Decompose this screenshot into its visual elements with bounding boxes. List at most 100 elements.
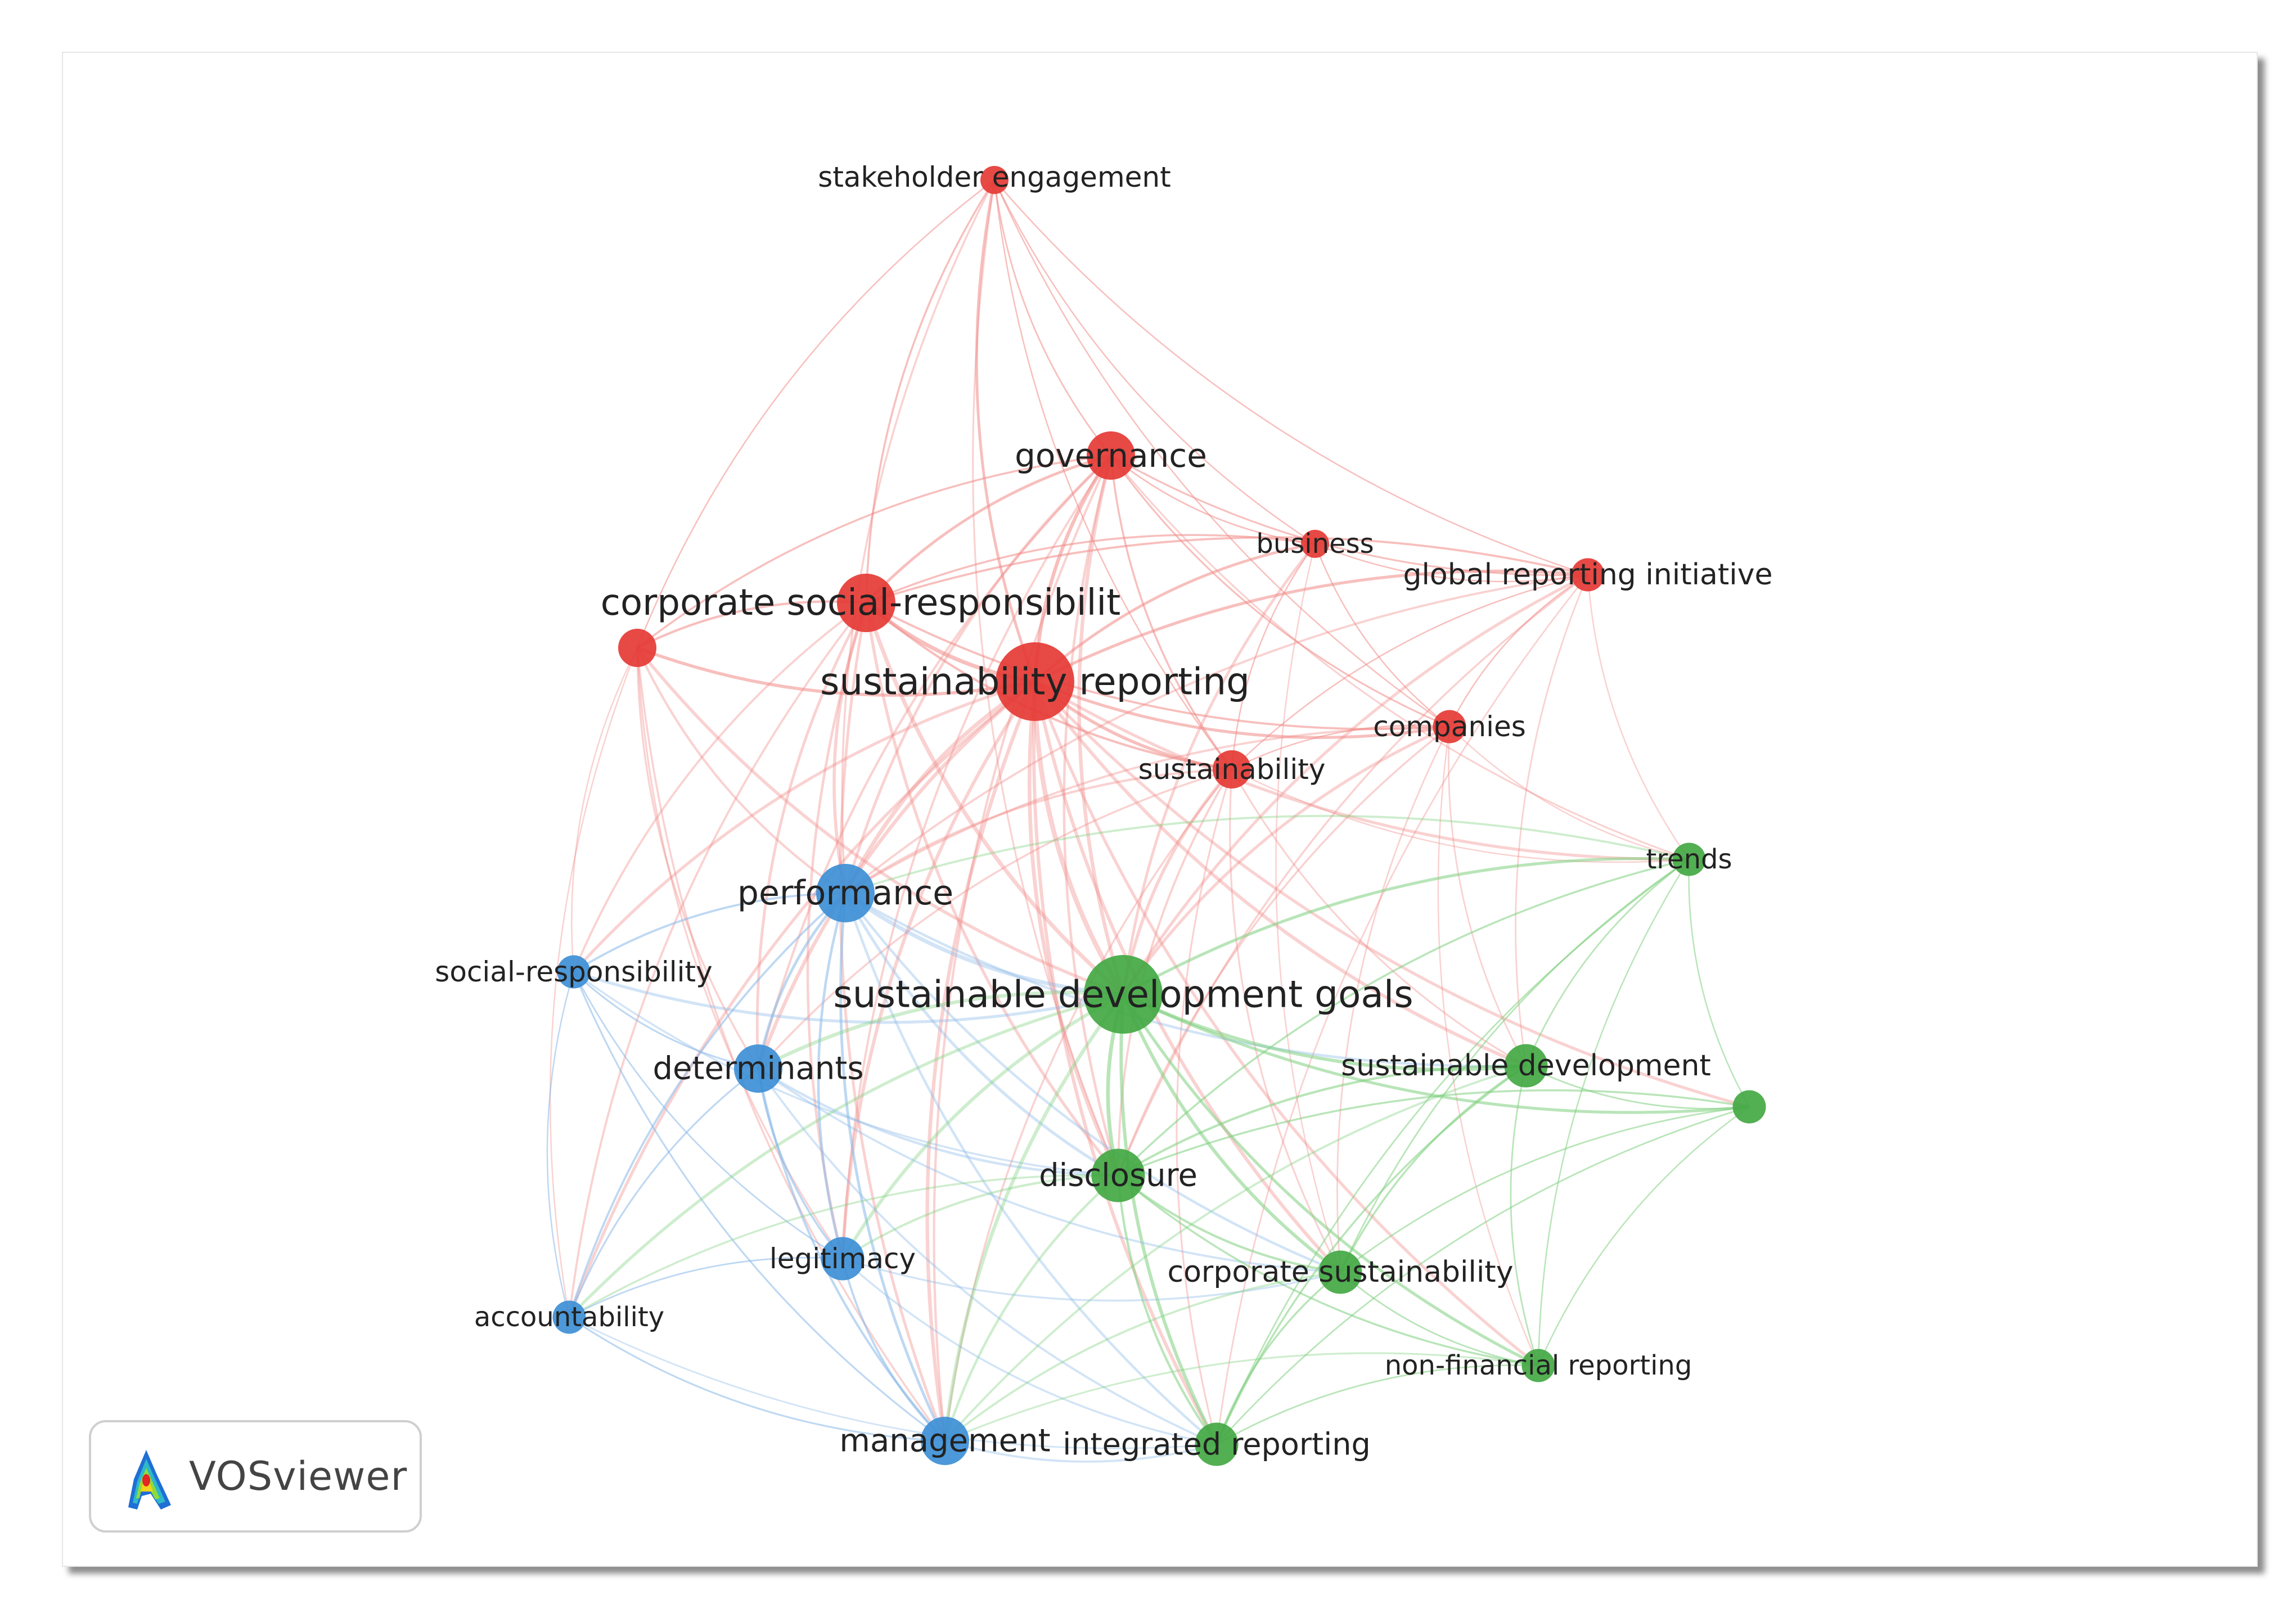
edge-corporate_social_responsibilit-unlabeled_red bbox=[637, 600, 867, 649]
node-label-companies[interactable]: companies bbox=[1373, 710, 1526, 743]
edge-companies-disclosure bbox=[1117, 726, 1451, 1176]
edge-sustainability-determinants bbox=[757, 768, 1232, 1070]
edge-corporate_social_responsibilit-accountability bbox=[568, 602, 867, 1318]
edge-unlabeled_red-social_responsibility bbox=[571, 647, 638, 972]
node-non-financial-reporting[interactable] bbox=[1521, 1349, 1555, 1382]
edge-management-integrated_reporting bbox=[944, 1440, 1217, 1463]
edge-companies-sustainability bbox=[1231, 724, 1450, 771]
edge-stakeholder_engagement-governance bbox=[993, 179, 1112, 456]
edge-governance-companies bbox=[1110, 455, 1450, 728]
node-label-sustainability-reporting[interactable]: sustainability reporting bbox=[820, 660, 1250, 704]
node-social-responsibility[interactable] bbox=[557, 955, 591, 989]
edge-unlabeled_green-corporate_sustainability bbox=[1340, 1106, 1750, 1273]
node-companies[interactable] bbox=[1433, 710, 1466, 744]
node-label-sustainability[interactable]: sustainability bbox=[1138, 753, 1326, 786]
node-sustainable-development[interactable] bbox=[1504, 1044, 1548, 1088]
edge-sustainability_reporting-non_financial_reporting bbox=[1033, 681, 1539, 1367]
edge-sustainability-trends bbox=[1231, 768, 1690, 863]
node-sustainability[interactable] bbox=[1213, 750, 1251, 789]
node-unlabeled-green[interactable] bbox=[1732, 1090, 1766, 1124]
node-label-sustainable-development-goals[interactable]: sustainable development goals bbox=[833, 973, 1413, 1016]
node-business[interactable] bbox=[1301, 530, 1329, 558]
edge-governance-trends bbox=[1110, 454, 1690, 860]
node-label-social-responsibility[interactable]: social-responsibility bbox=[435, 956, 712, 988]
node-integrated-reporting[interactable] bbox=[1195, 1422, 1239, 1466]
edge-sustainable_development_goals-integrated_reporting bbox=[1119, 994, 1218, 1445]
node-label-accountability[interactable]: accountability bbox=[474, 1301, 664, 1333]
node-label-stakeholder-engagement[interactable]: stakeholder engagement bbox=[818, 161, 1170, 193]
edge-sustainability_reporting-companies bbox=[1034, 680, 1450, 739]
node-label-global-reporting-initiative[interactable]: global reporting initiative bbox=[1403, 558, 1772, 592]
edge-stakeholder_engagement-performance bbox=[841, 179, 996, 894]
node-label-sustainable-development[interactable]: sustainable development bbox=[1341, 1049, 1711, 1083]
edge-governance-legitimacy bbox=[841, 454, 1112, 1259]
edge-sustainability-corporate_sustainability bbox=[1229, 769, 1341, 1273]
node-label-corporate-social-responsibilit[interactable]: corporate social-responsibilit bbox=[601, 582, 1121, 624]
edge-disclosure-integrated_reporting bbox=[1117, 1175, 1218, 1445]
edge-performance-accountability bbox=[568, 892, 847, 1318]
node-label-management[interactable]: management bbox=[839, 1423, 1050, 1459]
node-label-governance[interactable]: governance bbox=[1015, 436, 1207, 475]
edge-sustainable_development-unlabeled_green bbox=[1525, 1065, 1750, 1110]
edge-social_responsibility-management bbox=[573, 971, 946, 1442]
node-label-non-financial-reporting[interactable]: non-financial reporting bbox=[1385, 1350, 1692, 1381]
node-corporate-sustainability[interactable] bbox=[1318, 1250, 1362, 1294]
node-governance[interactable] bbox=[1087, 431, 1135, 480]
map-panel[interactable] bbox=[62, 52, 2258, 1567]
edge-sustainability-sustainable_development bbox=[1231, 769, 1527, 1067]
edge-sustainability-performance bbox=[844, 768, 1232, 894]
edge-corporate_social_responsibilit-social_responsibility bbox=[573, 602, 867, 972]
edge-governance-management bbox=[933, 455, 1112, 1441]
node-stakeholder-engagement[interactable] bbox=[980, 166, 1009, 194]
edge-corporate_sustainability-management bbox=[944, 1271, 1341, 1442]
node-accountability[interactable] bbox=[552, 1300, 586, 1334]
edge-global_reporting_initiative-integrated_reporting bbox=[1215, 574, 1589, 1445]
edge-global_reporting_initiative-performance bbox=[844, 574, 1588, 894]
node-label-business[interactable]: business bbox=[1256, 528, 1374, 560]
edge-social_responsibility-legitimacy bbox=[573, 971, 843, 1260]
edge-sustainable_development_goals-accountability bbox=[568, 993, 1124, 1318]
node-determinants[interactable] bbox=[734, 1044, 782, 1093]
node-label-integrated-reporting[interactable]: integrated reporting bbox=[1063, 1427, 1370, 1462]
edge-performance-management bbox=[839, 893, 947, 1442]
node-sustainable-development-goals[interactable] bbox=[1084, 955, 1163, 1034]
edge-global_reporting_initiative-sustainable_development_goals bbox=[1122, 573, 1589, 995]
node-label-disclosure[interactable]: disclosure bbox=[1039, 1157, 1197, 1194]
node-performance[interactable] bbox=[816, 864, 875, 922]
edge-trends-integrated_reporting bbox=[1215, 858, 1690, 1445]
edge-unlabeled_red-sustainable_development_goals bbox=[636, 647, 1124, 996]
node-global-reporting-initiative[interactable] bbox=[1571, 558, 1605, 592]
edge-sustainable_development-management bbox=[944, 1065, 1527, 1442]
edge-disclosure-non_financial_reporting bbox=[1117, 1174, 1539, 1367]
node-sustainability-reporting[interactable] bbox=[996, 642, 1074, 721]
vosviewer-logo-icon bbox=[128, 1450, 171, 1510]
node-trends[interactable] bbox=[1672, 842, 1706, 876]
node-unlabeled-red[interactable] bbox=[618, 629, 656, 667]
node-label-corporate-sustainability[interactable]: corporate sustainability bbox=[1168, 1255, 1514, 1289]
edge-determinants-accountability bbox=[568, 1067, 759, 1318]
edge-global_reporting_initiative-sustainability bbox=[1231, 574, 1588, 770]
edge-business-sustainability_reporting bbox=[1034, 542, 1316, 683]
node-label-determinants[interactable]: determinants bbox=[653, 1051, 864, 1087]
node-disclosure[interactable] bbox=[1091, 1148, 1145, 1202]
node-label-legitimacy[interactable]: legitimacy bbox=[769, 1242, 916, 1275]
edge-sustainability-management bbox=[944, 768, 1233, 1441]
edge-sustainability_reporting-disclosure bbox=[1027, 681, 1120, 1177]
edge-global_reporting_initiative-sustainability_reporting bbox=[1034, 569, 1588, 683]
edge-stakeholder_engagement-sustainability bbox=[993, 179, 1232, 770]
edge-global_reporting_initiative-trends bbox=[1587, 574, 1690, 860]
edge-governance-corporate_social_responsibilit bbox=[865, 454, 1111, 604]
edge-unlabeled_red-performance bbox=[636, 647, 847, 894]
node-legitimacy[interactable] bbox=[821, 1237, 865, 1281]
edge-trends-sustainable_development_goals bbox=[1122, 857, 1690, 996]
node-label-performance[interactable]: performance bbox=[737, 873, 953, 913]
node-label-trends[interactable]: trends bbox=[1646, 844, 1732, 875]
edge-trends-performance bbox=[845, 814, 1690, 894]
node-corporate-social-responsibilit[interactable] bbox=[837, 574, 895, 632]
edge-companies-performance bbox=[845, 726, 1450, 894]
node-management[interactable] bbox=[921, 1417, 969, 1465]
edge-stakeholder_engagement-global_reporting_initiative bbox=[994, 179, 1588, 576]
edge-governance-sustainable_development_goals bbox=[1077, 455, 1126, 995]
edge-performance-integrated_reporting bbox=[844, 893, 1218, 1445]
